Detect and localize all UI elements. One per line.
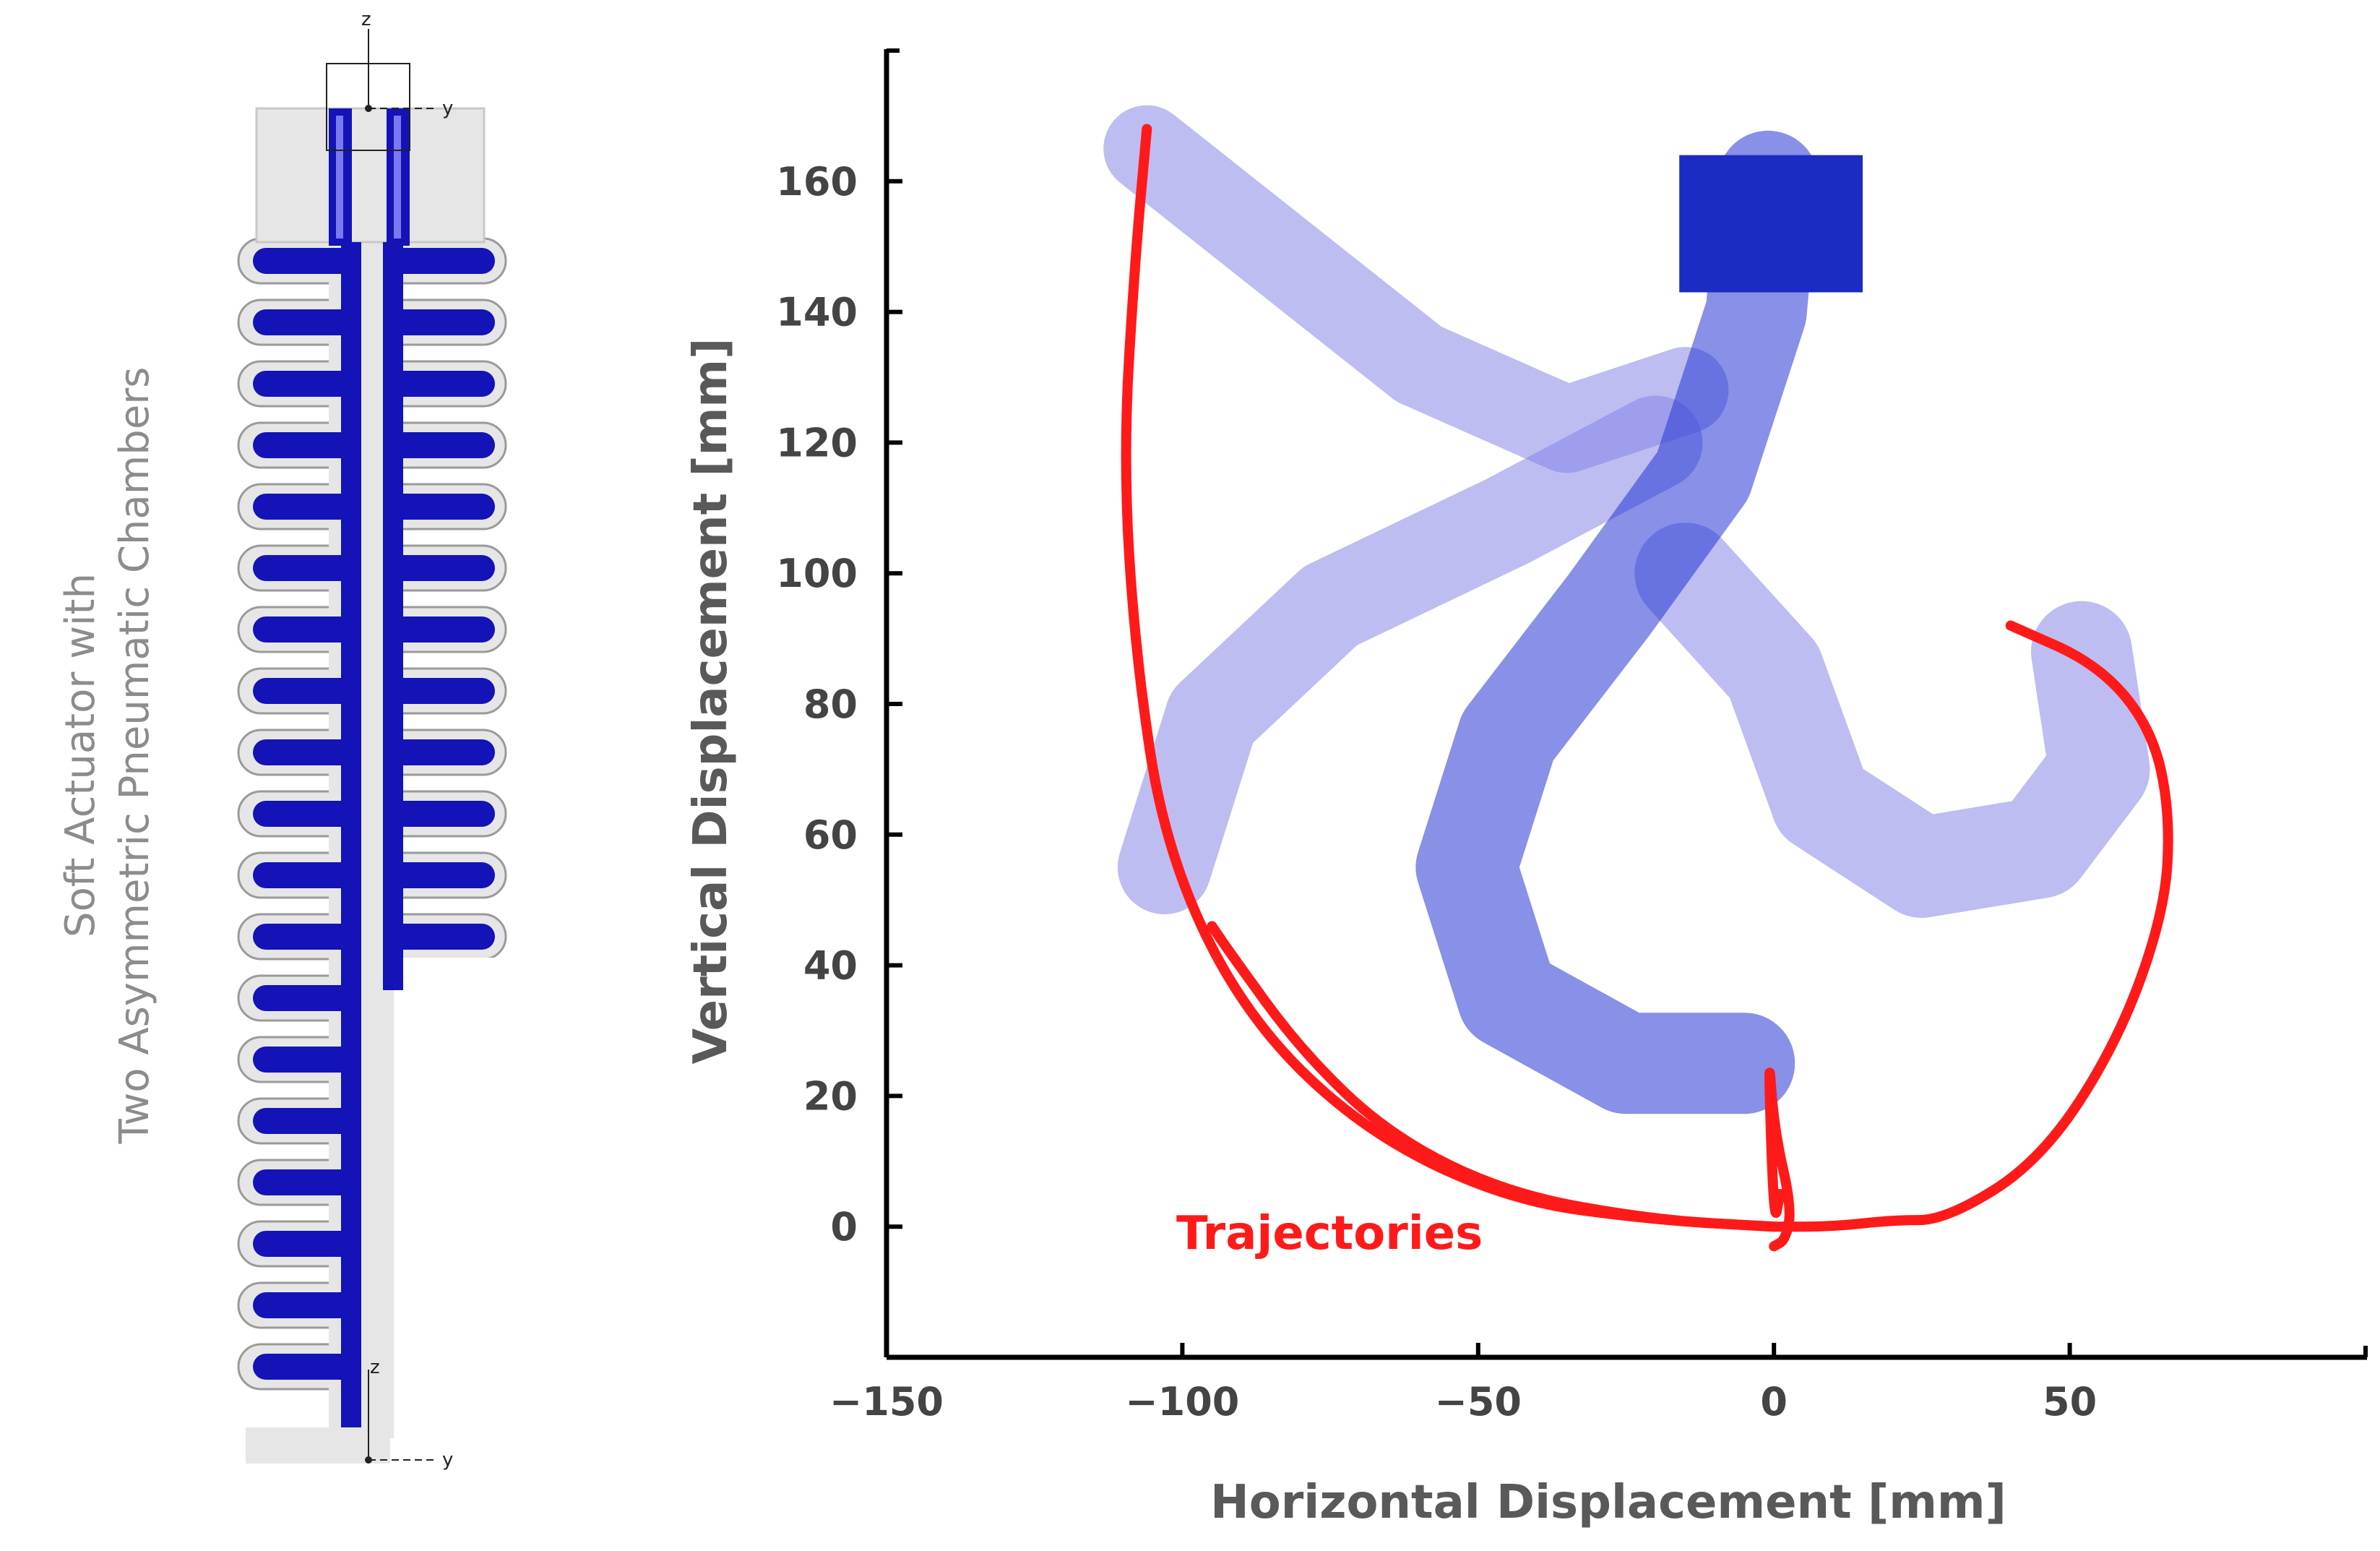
actuator-diagram: Soft Actuator with Two Asymmetric Pneuma… xyxy=(57,9,513,1471)
left-chamber-channel xyxy=(341,242,361,1427)
coordinate-frame-bottom xyxy=(365,1370,437,1464)
right-chamber-finger xyxy=(387,309,495,335)
right-chamber-finger xyxy=(387,432,495,458)
trajectory-lines xyxy=(1121,124,2173,1252)
x-tick-label: 0 xyxy=(1760,1379,1788,1425)
axis-letter-z-bottom: z xyxy=(370,1357,380,1378)
y-tick-label: 20 xyxy=(803,1073,858,1119)
left-chamber-finger xyxy=(253,924,358,950)
pose-main-cap xyxy=(1679,155,1863,293)
simulation-overlay xyxy=(1103,105,2150,1114)
right-chamber-finger xyxy=(387,616,495,643)
displacement-chart: 0 20 40 60 80 100 120 140 160 −150 −100 −50 0 50 Hor… xyxy=(684,48,2368,1529)
y-ticks: 0 20 40 60 80 100 120 140 160 xyxy=(776,159,902,1250)
axis-letter-z-top: z xyxy=(361,9,371,30)
right-chamber-finger xyxy=(387,555,495,581)
left-chamber-finger xyxy=(253,1292,358,1318)
coordinate-frame-top xyxy=(326,29,437,151)
pose-arm-left xyxy=(1103,105,1729,473)
pose-curl-left xyxy=(1117,395,1703,914)
trajectories-annotation: Trajectories xyxy=(1176,1207,1483,1260)
y-axis-label: Vertical Displacement [mm] xyxy=(684,338,738,1065)
x-axis-label: Horizontal Displacement [mm] xyxy=(1210,1476,2006,1529)
y-tick-label: 140 xyxy=(776,290,858,335)
y-tick-label: 80 xyxy=(803,682,858,727)
axis-letter-y-bottom: y xyxy=(442,1449,453,1471)
actuator-side-title: Soft Actuator with Two Asymmetric Pneuma… xyxy=(57,367,158,1145)
left-chamber-finger xyxy=(253,862,358,888)
left-chamber-finger xyxy=(253,248,358,274)
bellows-cutout xyxy=(376,1326,513,1406)
y-tick-label: 120 xyxy=(776,420,858,465)
left-chamber-finger xyxy=(253,494,358,520)
x-tick-label: 50 xyxy=(2043,1379,2097,1425)
left-chamber-finger xyxy=(253,1169,358,1195)
left-chamber-finger xyxy=(253,1231,358,1257)
left-chamber-finger xyxy=(253,309,358,335)
side-title-line1: Soft Actuator with xyxy=(57,573,104,937)
x-tick-label: −150 xyxy=(829,1379,944,1425)
right-chamber-finger xyxy=(387,739,495,765)
left-chamber-finger xyxy=(253,371,358,397)
right-chamber-finger xyxy=(387,494,495,520)
left-chamber-finger xyxy=(253,432,358,458)
left-chamber-finger xyxy=(253,616,358,643)
right-chamber-channel xyxy=(383,242,403,990)
left-chamber-finger xyxy=(253,801,358,827)
left-chamber-finger xyxy=(253,555,358,581)
right-chamber-finger xyxy=(387,248,495,274)
y-tick-label: 100 xyxy=(776,551,858,596)
pneumatic-chambers xyxy=(253,242,495,1427)
y-tick-label: 0 xyxy=(830,1204,858,1250)
y-tick-label: 40 xyxy=(803,943,858,989)
side-title-line2: Two Asymmetric Pneumatic Chambers xyxy=(111,367,158,1145)
left-chamber-finger xyxy=(253,739,358,765)
actuator-top-cap xyxy=(255,107,486,244)
pose-main-blue xyxy=(1415,130,1819,1114)
axis-letter-y-top: y xyxy=(442,98,453,119)
left-chamber-finger xyxy=(253,1047,358,1073)
x-ticks: −150 −100 −50 0 50 xyxy=(829,1343,2097,1425)
right-chamber-finger xyxy=(387,924,495,950)
right-chamber-finger xyxy=(387,371,495,397)
right-chamber-finger xyxy=(387,678,495,704)
trajectory-line-3 xyxy=(1769,620,2173,1232)
actuator-body xyxy=(237,237,513,1464)
right-chamber-finger xyxy=(387,862,495,888)
left-chamber-finger xyxy=(253,985,358,1011)
pose-curl-right xyxy=(1634,523,2150,918)
y-tick-label: 160 xyxy=(776,159,858,205)
left-chamber-finger xyxy=(253,1108,358,1134)
right-chamber-finger xyxy=(387,801,495,827)
left-chamber-finger xyxy=(253,1354,358,1380)
trajectory-line-2 xyxy=(1207,921,1780,1232)
y-tick-label: 60 xyxy=(803,812,858,858)
trajectory-line-4 xyxy=(1764,1067,1795,1252)
x-tick-label: −50 xyxy=(1435,1379,1522,1425)
left-chamber-finger xyxy=(253,678,358,704)
x-tick-label: −100 xyxy=(1125,1379,1239,1425)
